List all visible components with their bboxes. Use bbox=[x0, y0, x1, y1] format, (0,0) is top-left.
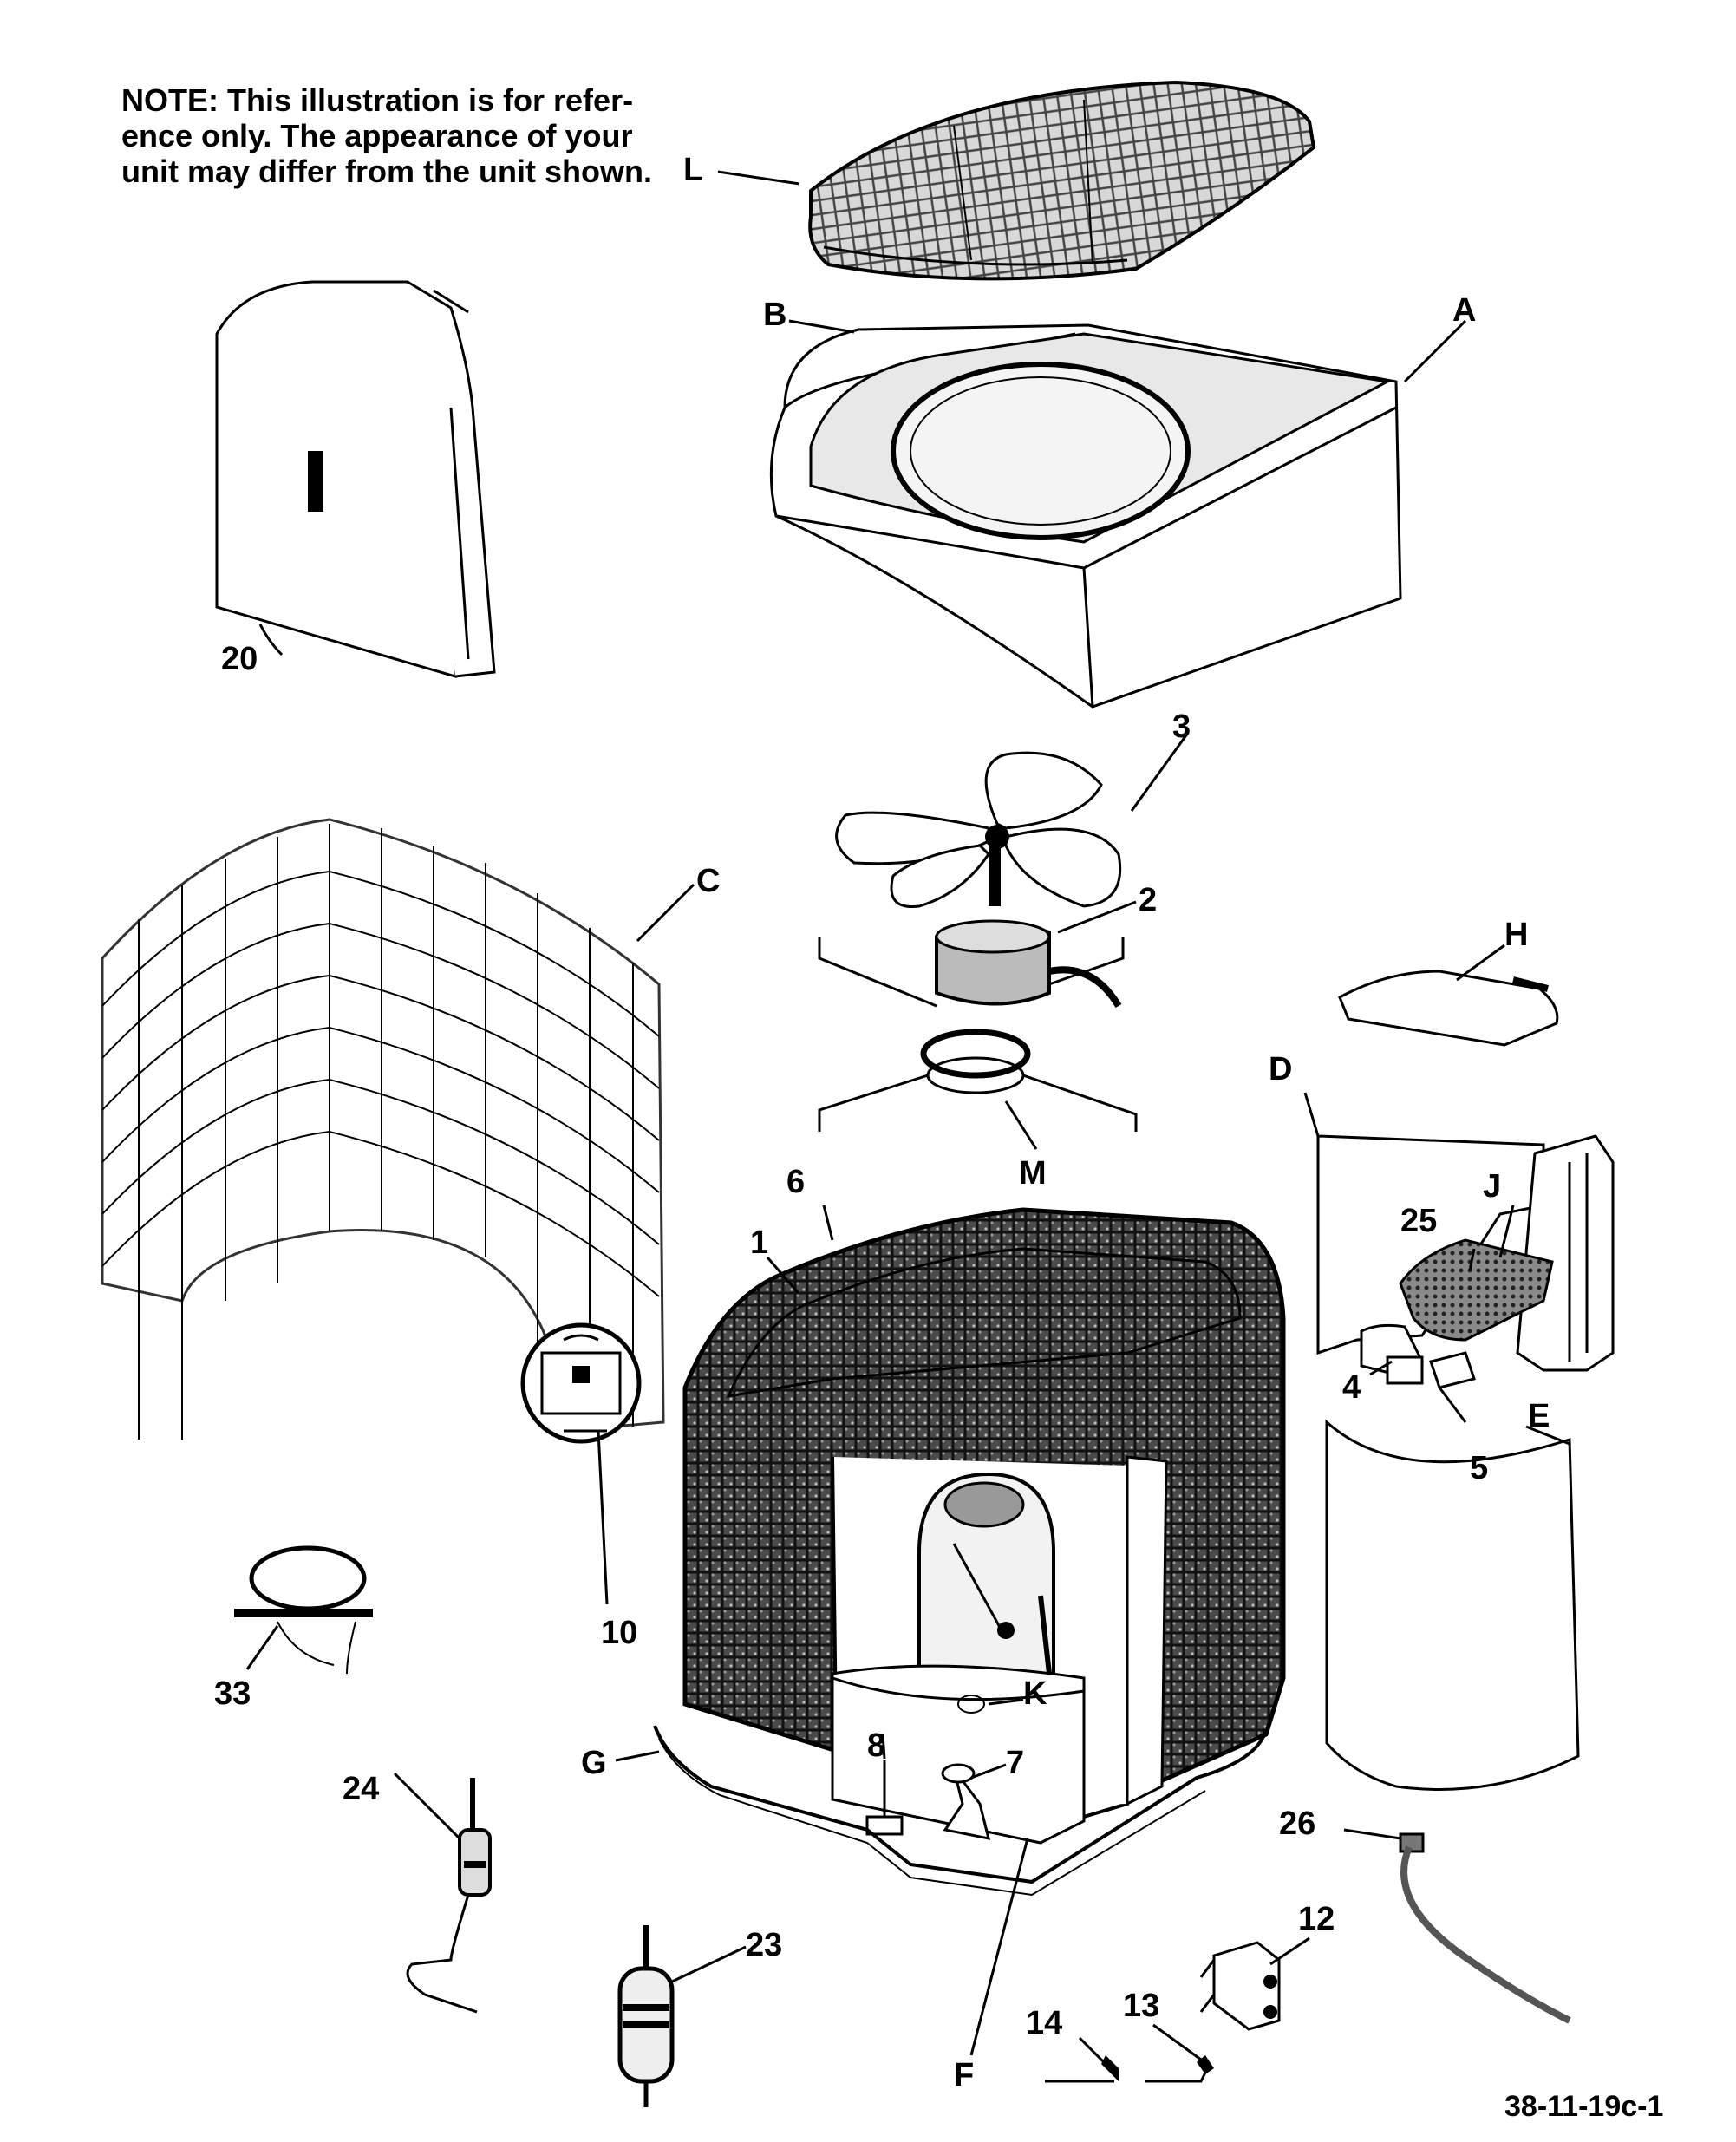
leader-10 bbox=[597, 1430, 609, 1605]
callout-L: L bbox=[683, 152, 703, 188]
callout-12: 12 bbox=[1298, 1901, 1335, 1937]
capacitor-detail bbox=[520, 1322, 642, 1444]
leader-C bbox=[636, 883, 695, 943]
note-line-3: unit may differ from the unit shown. bbox=[121, 153, 652, 189]
leader-8 bbox=[881, 1734, 886, 1760]
leader-1 bbox=[766, 1257, 799, 1293]
leader-H bbox=[1456, 944, 1505, 982]
fan-blade bbox=[835, 751, 1122, 909]
leader-D bbox=[1303, 1092, 1320, 1137]
callout-G: G bbox=[581, 1745, 607, 1781]
leader-A bbox=[1403, 319, 1467, 383]
callout-B: B bbox=[763, 297, 786, 333]
callout-4: 4 bbox=[1342, 1369, 1361, 1406]
reference-note: NOTE: This illustration is for refer- en… bbox=[121, 82, 711, 189]
leader-M bbox=[1004, 1100, 1038, 1150]
leader-E bbox=[1525, 1425, 1570, 1446]
compressor bbox=[917, 1472, 1056, 1714]
callout-5: 5 bbox=[1470, 1450, 1488, 1486]
base-pan bbox=[653, 1725, 1268, 1897]
top-grille bbox=[808, 80, 1316, 281]
callout-3: 3 bbox=[1172, 709, 1191, 745]
motor-mount bbox=[920, 1029, 1031, 1094]
leader-3 bbox=[1130, 732, 1190, 812]
leader-12 bbox=[1269, 1936, 1310, 1966]
callout-H: H bbox=[1504, 917, 1528, 953]
access-panel bbox=[1325, 1419, 1580, 1791]
callout-2: 2 bbox=[1139, 882, 1157, 918]
leader-F bbox=[969, 1838, 1029, 2056]
wire-guard bbox=[101, 818, 665, 1440]
figure-id: 38-11-19c-1 bbox=[1504, 2090, 1664, 2123]
leader-33 bbox=[245, 1625, 279, 1670]
callout-D: D bbox=[1269, 1051, 1292, 1087]
filter-drier-liquid bbox=[406, 1778, 492, 2014]
side-panel bbox=[215, 280, 496, 679]
callout-26: 26 bbox=[1279, 1806, 1315, 1842]
leader-23 bbox=[671, 1945, 747, 1983]
leader-14 bbox=[1078, 2036, 1112, 2070]
note-line-2: ence only. The appearance of your bbox=[121, 118, 633, 153]
callout-6: 6 bbox=[786, 1164, 805, 1200]
service-valve-panel bbox=[831, 1664, 1086, 1845]
callout-F: F bbox=[954, 2057, 974, 2093]
callout-E: E bbox=[1528, 1398, 1550, 1434]
callout-7: 7 bbox=[1006, 1745, 1024, 1781]
leader-26 bbox=[1343, 1828, 1401, 1840]
service-valves bbox=[865, 1760, 991, 1840]
wire-harness bbox=[234, 1545, 373, 1675]
callout-24: 24 bbox=[343, 1771, 379, 1807]
callout-25: 25 bbox=[1400, 1203, 1437, 1239]
callout-1: 1 bbox=[750, 1224, 768, 1261]
fan-motor bbox=[935, 846, 1122, 1009]
top-cover bbox=[769, 323, 1402, 709]
callout-23: 23 bbox=[746, 1927, 782, 1963]
callout-33: 33 bbox=[214, 1675, 251, 1712]
motor-mount-lines bbox=[818, 937, 1125, 1008]
callout-8: 8 bbox=[867, 1727, 885, 1764]
sensor-cable bbox=[1399, 1832, 1571, 2024]
callout-10: 10 bbox=[601, 1615, 637, 1651]
filter-drier-suction bbox=[617, 1925, 675, 2107]
leader-L bbox=[717, 170, 800, 186]
terminal-block bbox=[1199, 1941, 1281, 2031]
callout-C: C bbox=[696, 863, 720, 899]
callout-K: K bbox=[1023, 1675, 1047, 1712]
callout-J: J bbox=[1483, 1168, 1501, 1205]
leader-2 bbox=[1057, 900, 1137, 934]
leader-13 bbox=[1152, 2023, 1202, 2061]
note-line-1: NOTE: This illustration is for refer- bbox=[121, 82, 634, 118]
callout-14: 14 bbox=[1026, 2005, 1062, 2041]
control-box bbox=[1316, 1134, 1615, 1389]
leader-24 bbox=[393, 1772, 461, 1840]
control-cover bbox=[1338, 970, 1559, 1047]
mount-bracket-lines bbox=[818, 1074, 1138, 1132]
leader-7 bbox=[970, 1763, 1007, 1780]
callout-20: 20 bbox=[221, 641, 258, 677]
leader-25 bbox=[1468, 1248, 1476, 1271]
leader-K bbox=[988, 1698, 1024, 1706]
leader-5 bbox=[1438, 1387, 1467, 1423]
leader-J bbox=[1498, 1205, 1515, 1258]
leader-4 bbox=[1369, 1360, 1393, 1376]
clip-13 bbox=[1145, 2055, 1214, 2083]
leader-6 bbox=[822, 1205, 834, 1241]
callout-13: 13 bbox=[1123, 1988, 1159, 2024]
clip-14 bbox=[1045, 2055, 1119, 2083]
leader-G bbox=[615, 1750, 660, 1762]
callout-M: M bbox=[1019, 1155, 1047, 1192]
callout-A: A bbox=[1452, 292, 1476, 329]
leader-20 bbox=[258, 624, 284, 656]
leader-B bbox=[788, 319, 855, 334]
